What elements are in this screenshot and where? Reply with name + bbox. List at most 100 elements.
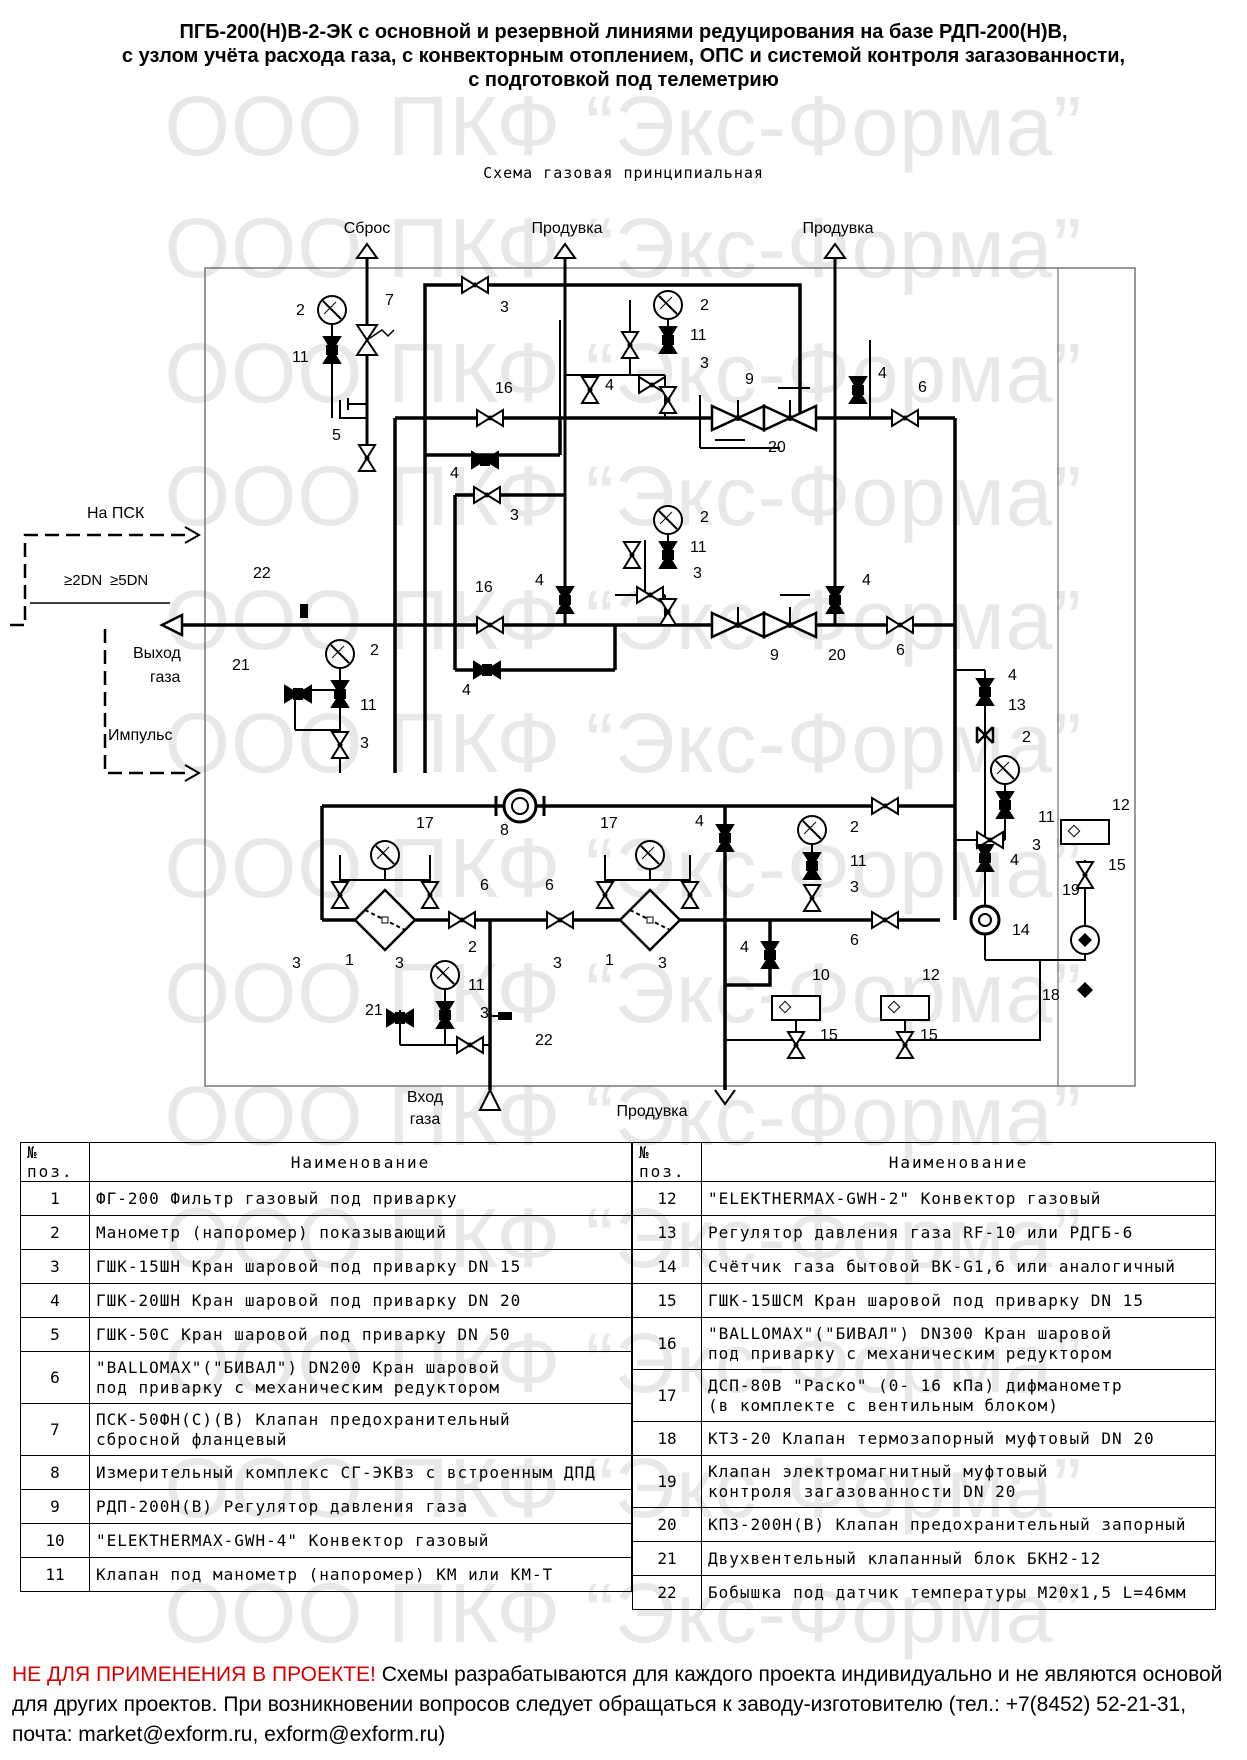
position-label: 12 (1112, 797, 1130, 814)
position-label: 3 (850, 879, 859, 896)
position-label: 3 (500, 299, 509, 316)
spec-name-cell: ГШК-15ШСМ Кран шаровой под приварку DN 1… (701, 1283, 1216, 1318)
position-label: 11 (1038, 809, 1055, 826)
solenoid-19 (1070, 925, 1100, 955)
position-label: 3 (395, 955, 404, 972)
vyhod-label-2: газа (150, 669, 181, 686)
watermark-line: ООО ПКФ “Экс-Форма” (164, 326, 1083, 420)
warning-text: НЕ ДЛЯ ПРИМЕНЕНИЯ В ПРОЕКТЕ! (12, 1663, 376, 1686)
position-label: 2 (700, 297, 709, 314)
spec-name: Двухвентельный клапанный блок БКН2-12 (708, 1548, 1102, 1568)
position-label: 3 (700, 355, 709, 372)
position-label: 6 (480, 877, 489, 894)
position-label: 3 (510, 507, 519, 524)
watermark-line: ООО ПКФ “Экс-Форма” (164, 449, 1083, 543)
spec-name: ГШК-50С Кран шаровой под приварку DN 50 (96, 1324, 511, 1344)
position-label: 4 (1008, 667, 1017, 684)
spec-pos: 21 (632, 1541, 702, 1576)
position-label: 1 (345, 952, 354, 969)
spec-name-cell: ГШК-20ШН Кран шаровой под приварку DN 20 (89, 1283, 632, 1318)
spec-row: 21 Двухвентельный клапанный блок БКН2-12 (632, 1541, 1216, 1576)
position-label: 2 (1022, 729, 1031, 746)
position-label: 9 (745, 371, 754, 388)
spec-name: ФГ-200 Фильтр газовый под приварку (96, 1188, 458, 1208)
spec-name: Манометр (напоромер) показывающий (96, 1222, 447, 1242)
position-label: 4 (462, 682, 471, 699)
vhod-label-1: Вход (407, 1089, 444, 1106)
spec-row: 10"ELEKTHERMAX-GWH-4" Конвектор газовый (20, 1523, 632, 1558)
position-label: 11 (690, 539, 707, 556)
spec-pos: 2 (20, 1215, 90, 1250)
spec-pos: 13 (632, 1215, 702, 1250)
spec-pos: 16 (632, 1317, 702, 1370)
spec-pos: 11 (20, 1557, 90, 1592)
spec-pos: 5 (20, 1317, 90, 1352)
spec-name-cell: Бобышка под датчик температуры М20х1,5 L… (701, 1575, 1216, 1610)
position-label: 11 (850, 853, 867, 870)
pos-header: № поз. (632, 1142, 702, 1182)
position-label: 3 (693, 565, 702, 582)
spec-name: ПСК-50ФН(С)(В) Клапан предохранительный (96, 1409, 511, 1429)
title-line-2: с узлом учёта расхода газа, с конвекторн… (121, 45, 1126, 67)
spec-name: "BALLOMAX"("БИВАЛ") DN300 Кран шаровой (708, 1323, 1113, 1343)
position-label: 4 (450, 465, 459, 482)
spec-pos: 12 (632, 1181, 702, 1216)
position-label: 5 (332, 427, 341, 444)
spec-pos: 8 (20, 1455, 90, 1490)
spec-pos: 20 (632, 1507, 702, 1542)
spec-pos: 3 (20, 1249, 90, 1284)
spec-pos: 7 (20, 1403, 90, 1456)
position-label: 3 (480, 1005, 489, 1022)
watermark-line: ООО ПКФ “Экс-Форма” (164, 696, 1083, 790)
position-label: 13 (1008, 697, 1026, 714)
spec-name: ГШК-15ШН Кран шаровой под приварку DN 15 (96, 1256, 522, 1276)
spec-row: 3 ГШК-15ШН Кран шаровой под приварку DN 1… (20, 1249, 632, 1284)
spec-name-cell: "ELEKTHERMAX-GWH-4" Конвектор газовый (89, 1523, 632, 1558)
name-header: Наименование (89, 1142, 632, 1182)
watermark-line: ООО ПКФ “Экс-Форма” (164, 573, 1083, 667)
gas-scheme-diagram: Сброс Продувка Продувка (10, 220, 1136, 1128)
position-label: 4 (740, 939, 749, 956)
spec-name-cell: Измерительный комплекс СГ-ЭКВз с встроен… (89, 1455, 632, 1490)
spec-row: 2 Манометр (напоромер) показывающий (20, 1215, 632, 1250)
position-label: 4 (605, 377, 614, 394)
spec-name-line-2: (в комплекте с вентильным блоком) (708, 1395, 1059, 1415)
produvka-label-3: Продувка (616, 1103, 687, 1120)
pos-header: № поз. (20, 1142, 90, 1182)
spec-name: ДСП-80В "Раско" (0- 16 кПа) дифманометр (708, 1375, 1123, 1395)
position-label: 11 (690, 327, 707, 344)
na-psk-label: На ПСК (87, 505, 145, 522)
position-label: 14 (1012, 922, 1030, 939)
position-label: 17 (416, 815, 434, 832)
spec-pos: 19 (632, 1455, 702, 1508)
building-boundary (204, 267, 1136, 1087)
meter-14 (969, 904, 1001, 936)
spec-name: РДП-200Н(В) Регулятор давления газа (96, 1496, 469, 1516)
spec-name-cell: Регулятор давления газа RF-10 или РДГБ-6 (701, 1215, 1216, 1250)
position-label: 4 (1010, 852, 1019, 869)
position-label: 2 (468, 939, 477, 956)
produvka-label-1: Продувка (531, 220, 602, 237)
position-label: 21 (365, 1002, 383, 1019)
position-label: 8 (500, 822, 509, 839)
name-header: Наименование (701, 1142, 1216, 1182)
spec-name: Клапан под манометр (напоромер) КМ или К… (96, 1564, 554, 1584)
spec-name-cell: КПЗ-200Н(В) Клапан предохранительный зап… (701, 1507, 1216, 1542)
spec-name-line-2: под приварку с механическим редуктором (708, 1343, 1113, 1363)
spec-name-line-2: сбросной фланцевый (96, 1429, 288, 1449)
position-label: 6 (545, 877, 554, 894)
spec-name-cell: Двухвентельный клапанный блок БКН2-12 (701, 1541, 1216, 1576)
position-label: 3 (658, 955, 667, 972)
title-line-3: с подготовкой под телеметрию (468, 69, 779, 91)
title-line-1: ПГБ-200(Н)В-2-ЭК с основной и резервной … (179, 21, 1068, 43)
spec-pos: 22 (632, 1575, 702, 1610)
spec-name: Счётчик газа бытовой ВК-G1,6 или аналоги… (708, 1256, 1176, 1276)
spec-name: "ELEKTHERMAX-GWH-2" Конвектор газовый (708, 1188, 1102, 1208)
